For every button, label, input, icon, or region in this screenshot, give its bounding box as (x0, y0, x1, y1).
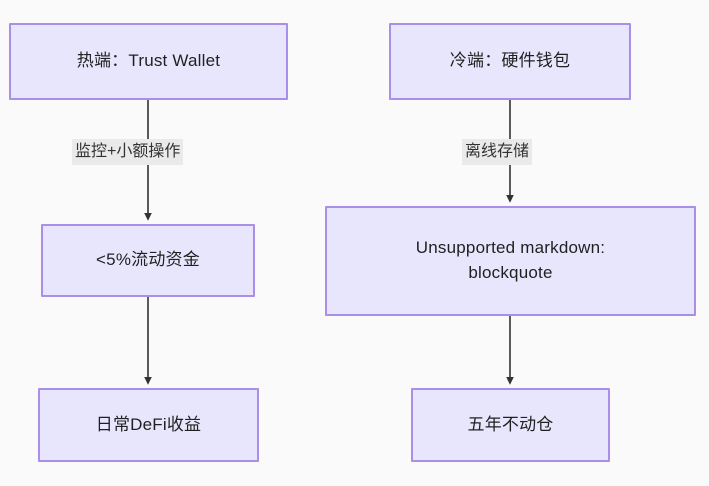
node-hot-wallet-label: 热端：Trust Wallet (76, 51, 221, 71)
node-liquid-funds[interactable]: <5%流动资金 (41, 224, 255, 297)
node-hot-wallet[interactable]: 热端：Trust Wallet (9, 23, 288, 100)
node-cold-wallet[interactable]: 冷端：硬件钱包 (389, 23, 631, 100)
node-cold-wallet-label: 冷端：硬件钱包 (449, 51, 571, 71)
node-five-year-hold-label: 五年不动仓 (467, 414, 554, 434)
node-unsupported-blockquote[interactable]: Unsupported markdown: blockquote (325, 206, 696, 316)
node-defi-income[interactable]: 日常DeFi收益 (38, 388, 259, 462)
edge-label-offline: 离线存储 (462, 139, 533, 165)
node-liquid-funds-label: <5%流动资金 (96, 250, 200, 270)
edge-label-monitor: 监控+小额操作 (72, 139, 184, 165)
node-defi-income-label: 日常DeFi收益 (95, 414, 202, 434)
node-five-year-hold[interactable]: 五年不动仓 (411, 388, 610, 462)
node-unsupported-blockquote-label: Unsupported markdown: blockquote (415, 238, 606, 282)
